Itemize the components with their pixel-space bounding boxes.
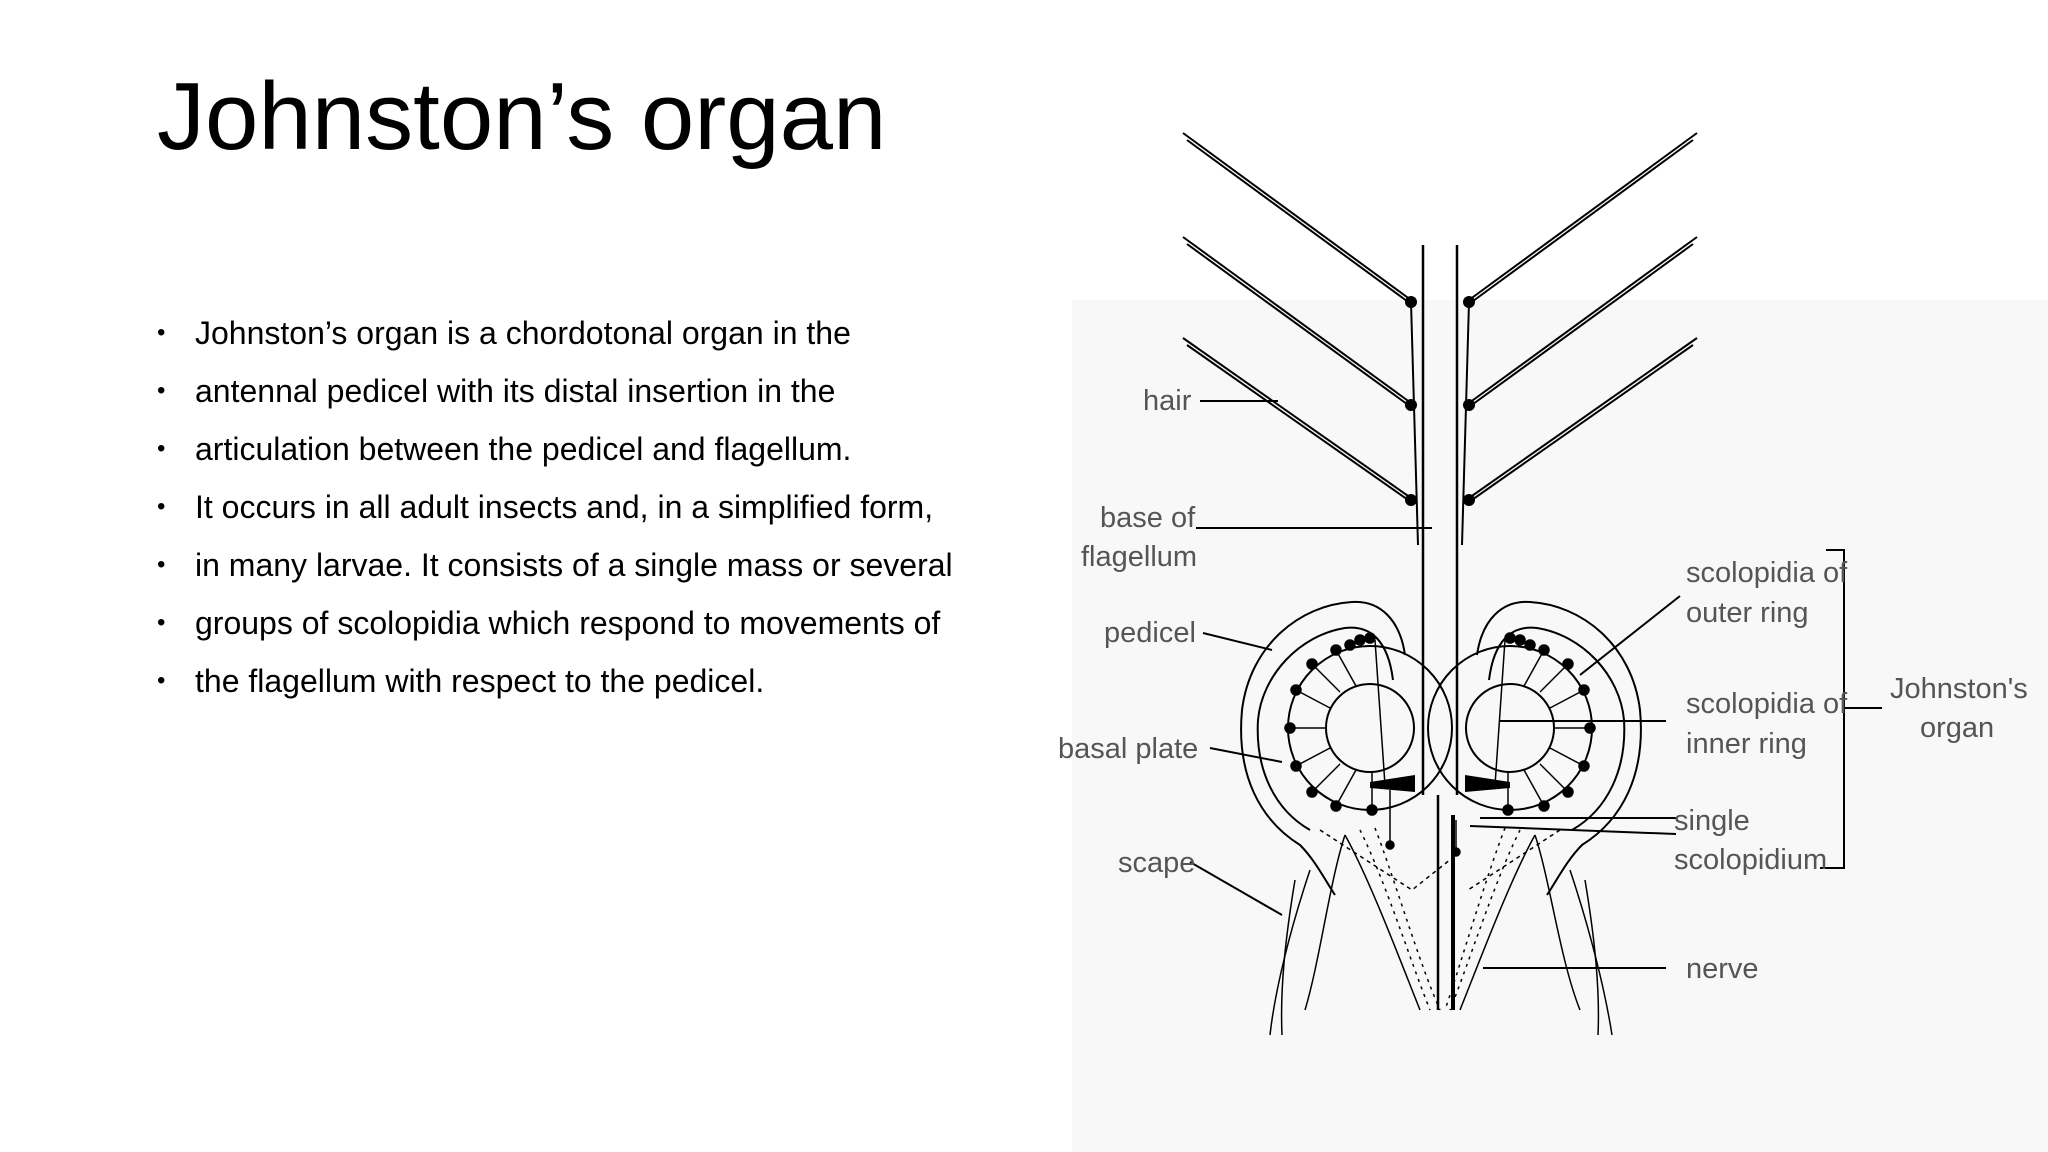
pedicel-outline: [1240, 600, 1642, 896]
bullet-item: in many larvae. It consists of a single …: [157, 536, 1057, 594]
label-outer-ring: scolopidia of: [1686, 557, 1848, 589]
bullet-item: groups of scolopidia which respond to mo…: [157, 594, 1057, 652]
label-johnstons-organ: Johnston's: [1890, 673, 2028, 705]
label-pedicel: pedicel: [1104, 617, 1196, 649]
label-leader-lines: [1189, 400, 1882, 969]
slide-title: Johnston’s organ: [157, 63, 887, 170]
label-scape: scape: [1118, 847, 1195, 879]
bullet-item: It occurs in all adult insects and, in a…: [157, 478, 1057, 536]
bullet-list: Johnston’s organ is a chordotonal organ …: [157, 304, 1057, 710]
basal-plates: [1370, 775, 1510, 792]
label-base-of-flagellum: flagellum: [1081, 541, 1197, 573]
bullet-item: antennal pedicel with its distal inserti…: [157, 362, 1057, 420]
flagellum-shaft: [1421, 245, 1459, 1010]
hair-group: [1182, 132, 1698, 546]
label-inner-ring: scolopidia of: [1686, 688, 1848, 720]
label-johnstons-organ: organ: [1920, 712, 1994, 744]
figure-background: [1072, 300, 2048, 1152]
hair-socket-dots: [1405, 296, 1475, 506]
bullet-item: Johnston’s organ is a chordotonal organ …: [157, 304, 1057, 362]
bullet-item: the flagellum with respect to the pedice…: [157, 652, 1057, 710]
label-base-of-flagellum: base of: [1100, 502, 1196, 534]
label-single-scolopidium: single: [1674, 805, 1750, 837]
label-single-scolopidium: scolopidium: [1674, 844, 1827, 876]
label-outer-ring: outer ring: [1686, 597, 1809, 629]
bullet-item: articulation between the pedicel and fla…: [157, 420, 1057, 478]
label-nerve: nerve: [1686, 953, 1759, 985]
label-hair: hair: [1143, 385, 1192, 417]
single-scolopidium: [1319, 790, 1561, 891]
scolopidia-ring-right: [1427, 632, 1596, 816]
label-basal-plate: basal plate: [1058, 733, 1198, 765]
scolopidia-ring-left: [1284, 632, 1453, 816]
label-inner-ring: inner ring: [1686, 728, 1807, 760]
scape-nerve-bundles: [1269, 827, 1613, 1036]
